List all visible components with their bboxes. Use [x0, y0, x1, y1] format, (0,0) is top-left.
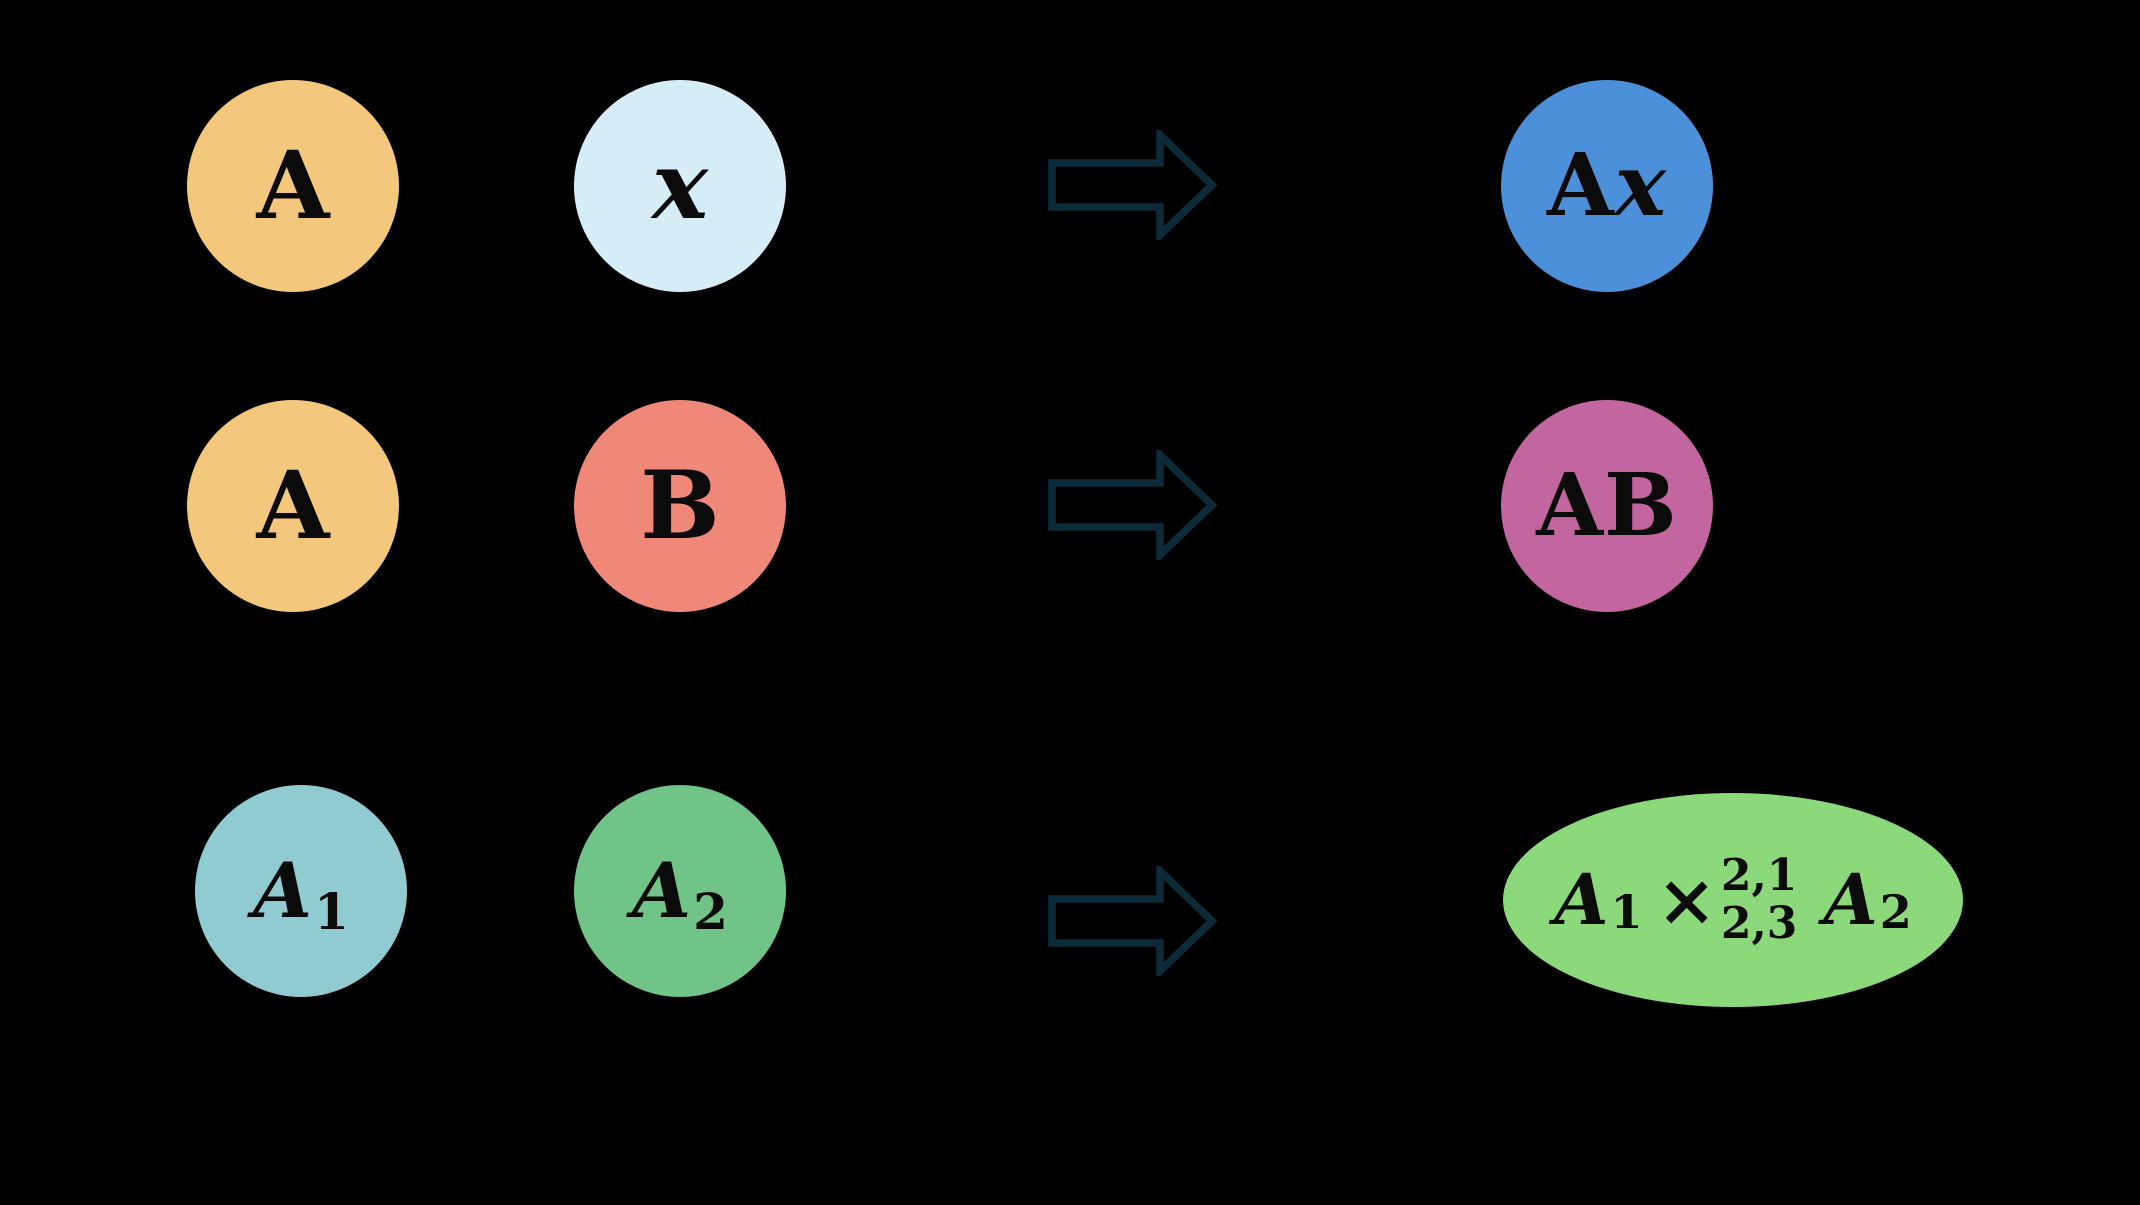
node-label-x: x [651, 131, 709, 241]
contraction-operator-scripts: 2,1 2,3 [1721, 852, 1798, 947]
contraction-operator-superscript: 2,1 [1720, 850, 1798, 902]
tensor-a2-base: A [632, 846, 692, 935]
contraction-operator-subscript: 2,3 [1720, 898, 1798, 949]
right-arrow-outline [1048, 450, 1218, 560]
contraction-right-subscript: 2 [1879, 884, 1912, 939]
result-node-ab: AB [1501, 400, 1713, 612]
right-arrow-icon-row2 [1048, 450, 1218, 560]
result-label-ax-part-a: A [1546, 135, 1615, 236]
node-label-b: B [640, 451, 720, 561]
contraction-times-operator: × [1656, 857, 1717, 942]
operand-node-a-row2: A [187, 400, 399, 612]
right-arrow-outline [1048, 130, 1218, 240]
contraction-right-base: A [1823, 858, 1878, 941]
operand-node-a-row1: A [187, 80, 399, 292]
node-label-a-row2: A [256, 451, 330, 561]
right-arrow-outline [1048, 866, 1218, 976]
operand-node-b: B [574, 400, 786, 612]
contraction-left-subscript: 1 [1610, 884, 1643, 939]
node-label-a-row1: A [256, 131, 330, 241]
right-arrow-icon-row1 [1048, 130, 1218, 240]
right-arrow-icon-row3 [1048, 866, 1218, 976]
contraction-left-base: A [1554, 858, 1609, 941]
operand-node-x: x [574, 80, 786, 292]
tensor-a1-base: A [253, 846, 313, 935]
tensor-a2-subscript: 2 [693, 882, 728, 941]
result-label-ab: AB [1536, 455, 1678, 556]
result-label-ax-part-x: x [1614, 135, 1667, 236]
tensor-a1-subscript: 1 [314, 882, 349, 941]
